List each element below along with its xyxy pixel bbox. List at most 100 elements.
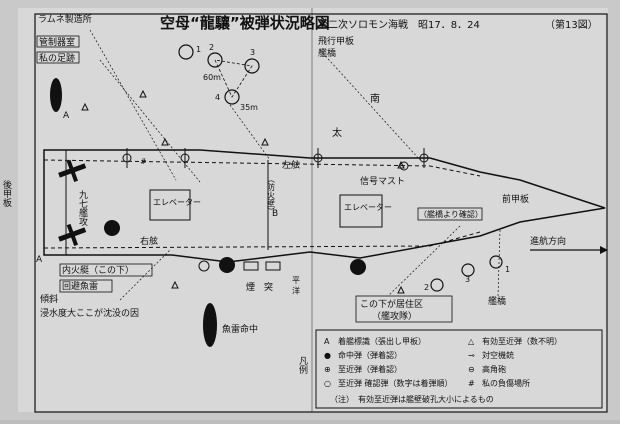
label-naikatei: 内火艇（この下） <box>62 264 134 276</box>
diagram-subtitle: 第二次ソロモン海戦 昭17．8．24 <box>318 18 480 31</box>
legend-sym-7: # <box>468 379 475 388</box>
label-sidebar-kyoku: 艦橋 <box>488 295 506 307</box>
funnels <box>243 261 281 271</box>
label-shingou: 信号マスト <box>360 175 405 187</box>
triangle-6 <box>397 160 405 169</box>
near-miss-1 <box>178 44 194 60</box>
label-zenkou: 前甲板 <box>502 193 529 205</box>
label-kyoku-top: 艦橋 <box>318 47 336 59</box>
near-miss-bottom <box>198 260 210 272</box>
diagram-title: 空母“龍驤”被弾状況略図 <box>160 14 330 32</box>
label-hikanpan: 飛行甲板 <box>318 35 354 47</box>
label-ugen: 右舷 <box>140 235 158 247</box>
triangle-5 <box>171 280 179 289</box>
figure-number: （第13図） <box>545 18 598 31</box>
label-elev2: エレベーター <box>344 203 392 212</box>
legend-sym-2: ⊕ <box>324 365 331 374</box>
ship-hull <box>43 149 606 263</box>
signal-mast-marker <box>399 161 409 171</box>
legend-sym-5: ⊸ <box>468 351 475 360</box>
triangle-1 <box>139 89 147 98</box>
label-keisha: 傾斜 <box>40 293 58 305</box>
label-futoshi: 太 <box>332 126 342 139</box>
label-gyorai: 魚雷命中 <box>222 323 258 335</box>
label-kaihi: 回避魚雷 <box>62 280 98 292</box>
label-watashi-ashiato: 私の足跡 <box>39 52 75 64</box>
label-kyuushichi: 九七艦攻 <box>77 190 88 227</box>
label-minami: 南 <box>370 92 380 105</box>
legend-text-6: 高角砲 <box>482 364 506 374</box>
legend-text-3: 至近弾 確認弾（数字は着弾順） <box>338 378 453 388</box>
label-n1: 1 <box>196 45 201 54</box>
legend-sym-0: A <box>324 337 330 346</box>
legend-items: A 着艦標識（張出し甲板） ● 命中弾（弾着認） ⊕ 至近弾（弾着認） ○ 至近… <box>324 336 562 388</box>
deck-edge-top <box>43 159 481 177</box>
near-miss-r1 <box>489 255 503 269</box>
label-r2: 2 <box>424 283 429 292</box>
legend-sym-4: △ <box>468 337 475 346</box>
legend-text-0: 着艦標識（張出し甲板） <box>338 336 426 346</box>
aircraft-2 <box>58 223 87 246</box>
label-r3: 3 <box>465 275 470 284</box>
mark-hash: # <box>140 157 147 166</box>
label-kankyou-kakunin: （艦橋より確認） <box>419 209 483 219</box>
ashiato-box <box>36 51 80 64</box>
near-miss-3 <box>244 58 260 74</box>
near-miss-r3 <box>461 263 475 277</box>
label-kyojuu: この下が居住区 <box>360 298 423 310</box>
legend-text-1: 命中弾（弾着認） <box>338 350 402 360</box>
kanrei-box <box>36 35 80 48</box>
label-n4: 4 <box>215 93 220 102</box>
elevator-aft <box>149 189 191 221</box>
legend-title: 凡例 <box>297 356 308 375</box>
label-A-top: A <box>63 111 70 121</box>
near-miss-4 <box>224 89 240 105</box>
distance-lines <box>214 59 253 98</box>
label-entotsu: 煙 突 <box>246 281 273 293</box>
legend-text-2: 至近弾（弾着認） <box>338 364 402 374</box>
triangle-4 <box>81 102 89 111</box>
torpedo-bottom <box>203 303 217 347</box>
legend-text-4: 有効至近弾（数不明） <box>482 336 562 346</box>
label-shinkou: 進航方向 <box>530 235 566 247</box>
legend-note: （注） 有効至近弾は艦壁破孔大小によるもの <box>330 394 494 404</box>
near-miss-r2 <box>430 278 444 292</box>
kankyou-box <box>417 207 483 221</box>
deck-edge-bottom <box>43 231 481 249</box>
label-boukasha: （防火壁） <box>267 175 276 215</box>
label-r1: 1 <box>505 265 510 274</box>
kaihi-box <box>59 279 113 293</box>
label-n3: 3 <box>250 48 255 57</box>
near-miss-2 <box>207 52 223 68</box>
label-n2: 2 <box>209 43 214 52</box>
label-35m: 35m <box>240 103 258 112</box>
diagram-frame <box>34 13 608 413</box>
label-shinsui: 浸水度大ここが沈没の因 <box>40 307 139 319</box>
legend-text-7: 私の負傷場所 <box>482 378 530 388</box>
label-kanbakutai: （艦攻隊） <box>372 310 417 322</box>
label-60m: 60m <box>203 73 221 82</box>
label-elev1: エレベーター <box>153 198 201 207</box>
naikatei-box <box>59 263 153 277</box>
label-B: B <box>272 209 278 219</box>
legend-text-5: 対空機銃 <box>482 350 514 360</box>
triangle-3 <box>261 137 269 146</box>
direct-hit-3 <box>350 259 366 275</box>
triangle-2 <box>161 137 169 146</box>
torpedo-top <box>50 78 62 112</box>
legend-box <box>315 329 603 409</box>
aa-guns-top <box>122 148 429 168</box>
triangle-7 <box>397 285 405 294</box>
label-A-left: A <box>36 255 43 265</box>
legend-sym-1: ● <box>324 351 331 360</box>
kyojuu-box <box>355 295 453 323</box>
label-sagen: 左舷 <box>282 159 300 171</box>
stern-block <box>43 149 67 256</box>
legend-sym-6: ⊖ <box>468 365 475 374</box>
label-left-vert: 後甲板 <box>1 179 12 208</box>
label-heisha: 平 洋 <box>292 276 301 296</box>
legend-sym-3: ○ <box>324 379 331 388</box>
label-kanrei: 管制器室 <box>39 36 75 48</box>
